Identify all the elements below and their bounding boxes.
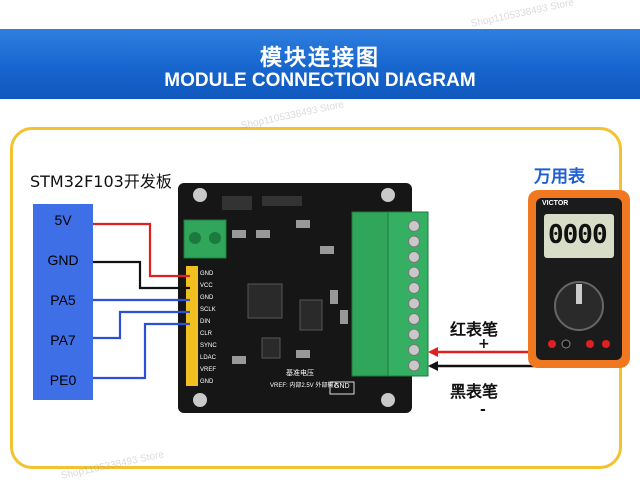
pin-5v: 5V	[54, 212, 72, 228]
header-pin-label: GND	[200, 271, 214, 277]
title-banner	[0, 29, 640, 99]
module-header-labels: GND VCC GND SCLK DIN CLR SYNC LDAC VREF …	[200, 268, 224, 388]
header-pin-label: SYNC	[200, 343, 217, 349]
header-pin-label: CLR	[200, 331, 213, 337]
terminal-screw	[408, 344, 420, 356]
multimeter	[528, 190, 630, 368]
mcu-pin-block: 5V GND PA5 PA7 PE0	[33, 204, 93, 400]
black-probe-sign: -	[480, 402, 486, 418]
header-pin-label: LDAC	[200, 355, 217, 361]
red-probe-label: 红表笔	[450, 320, 499, 339]
header-pin-label: SCLK	[200, 307, 216, 313]
silk-vref-title: 基准电压	[286, 369, 314, 377]
pin-pe0: PE0	[49, 372, 77, 388]
terminal-screw	[408, 220, 420, 232]
pin-pa5: PA5	[50, 292, 76, 308]
terminal-screw	[408, 266, 420, 279]
meter-brand: VICTOR	[542, 200, 569, 207]
terminal-screw	[408, 328, 420, 341]
title-english: MODULE CONNECTION DIAGRAM	[164, 70, 476, 91]
terminal-screw	[408, 235, 420, 248]
meter-display: 0000	[548, 220, 608, 250]
terminal-screw	[408, 359, 420, 372]
pin-gnd: GND	[47, 252, 79, 268]
header-pin-label: GND	[200, 379, 214, 385]
header-pin-label: VCC	[200, 283, 213, 289]
header-pin-label: DIN	[200, 319, 211, 325]
mcu-board-label: STM32F103开发板	[30, 172, 172, 191]
red-probe-sign: +	[478, 336, 490, 352]
header-pin-label: VREF	[200, 367, 217, 373]
terminal-screw	[408, 282, 420, 294]
terminal-screw	[408, 297, 420, 310]
connection-wires	[93, 222, 540, 380]
header-pin-label: GND	[200, 295, 214, 301]
title-chinese: 模块连接图	[259, 46, 380, 71]
silk-vref-internal: VREF: 内部2.5V 外部输入	[270, 383, 340, 389]
silk-gnd: GND	[334, 383, 350, 390]
black-probe-label: 黑表笔	[450, 382, 499, 401]
multimeter-label: 万用表	[534, 167, 585, 187]
pin-pa7: PA7	[50, 332, 76, 348]
terminal-screw	[408, 313, 420, 325]
output-terminal-block	[351, 211, 429, 377]
terminal-screw	[408, 251, 420, 263]
